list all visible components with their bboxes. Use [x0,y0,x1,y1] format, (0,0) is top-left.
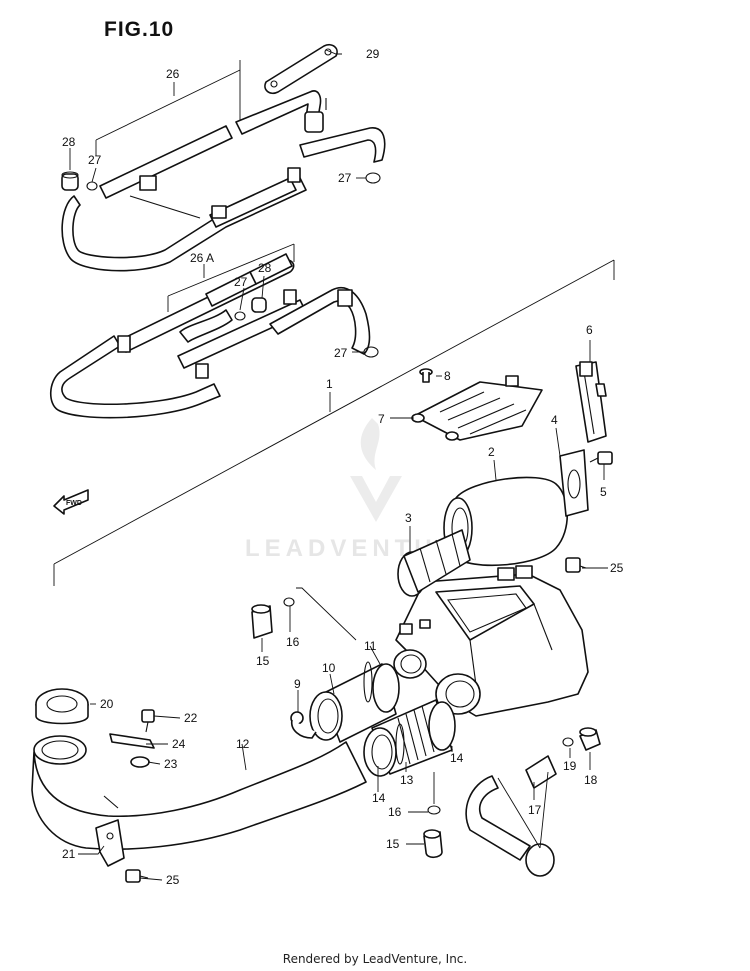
callout-27-top-right: 27 [338,171,352,185]
callout-19: 19 [563,759,577,773]
callout-1: 1 [326,377,333,391]
callout-20: 20 [100,697,114,711]
assembly-1-frame [53,259,615,586]
drain-plug-15-lower[interactable] [423,829,443,859]
callout-6: 6 [586,323,593,337]
callout-3: 3 [405,511,412,525]
callout-10: 10 [322,661,336,675]
callout-21: 21 [62,847,76,861]
hose-clip-27-top-left[interactable] [86,181,98,191]
callout-28-lower: 28 [258,261,272,275]
drain-plug-15-upper[interactable] [251,604,273,639]
callout-13: 13 [400,773,414,787]
clip-16-upper[interactable] [283,597,295,607]
leader-lines [69,49,608,881]
callout-26: 26 [166,67,180,81]
breather-hose-26a[interactable] [49,253,371,419]
callout-8: 8 [444,369,451,383]
filter-cage-3[interactable] [397,529,471,597]
fwd-arrow-icon: FWD [53,489,89,515]
callout-15-lower: 15 [386,837,400,851]
bracket-21[interactable] [95,819,125,867]
callout-25-lower: 25 [166,873,180,887]
washer-23[interactable] [130,756,150,768]
bolt-5[interactable] [589,451,613,465]
callout-7: 7 [378,412,385,426]
drain-cap-18[interactable] [579,727,601,751]
callout-29: 29 [366,47,380,61]
callout-16-lower: 16 [388,805,402,819]
callout-15-upper: 15 [256,654,270,668]
hose-clip-27-top-right[interactable] [365,172,381,184]
callout-5: 5 [600,485,607,499]
callout-28-top: 28 [62,135,76,149]
cleaner-cover-7[interactable] [411,375,543,441]
hose-bracket-29[interactable] [264,43,338,95]
seal-ring-20[interactable] [35,688,89,725]
callout-16-upper: 16 [286,635,300,649]
hose-cap-28-top[interactable] [61,171,79,191]
callout-2: 2 [488,445,495,459]
hose-clamp-13[interactable] [395,723,405,765]
intake-tube-12[interactable] [31,735,367,850]
callout-14-left: 14 [372,791,386,805]
callout-14-right: 14 [450,751,464,765]
clip-16-lower[interactable] [427,805,441,815]
callout-27-top-left: 27 [88,153,102,167]
hose-clip-27-lower-left[interactable] [234,311,246,321]
callout-25-upper: 25 [610,561,624,575]
bolt-25-upper[interactable] [565,557,587,573]
callout-18: 18 [584,773,598,787]
callout-24: 24 [172,737,186,751]
hose-cap-28-lower[interactable] [251,297,267,313]
hose-clamp-9[interactable] [290,711,317,739]
footer-credit: Rendered by LeadVenture, Inc. [282,952,468,966]
callout-4: 4 [551,413,558,427]
callout-11: 11 [364,639,377,653]
stay-plate-24[interactable] [109,733,155,749]
callout-27-lower-right: 27 [334,346,348,360]
fwd-label: FWD [66,500,82,507]
callout-27-lower-left: 27 [234,275,248,289]
callout-9: 9 [294,677,301,691]
bolt-22[interactable] [141,709,155,733]
callout-23: 23 [164,757,178,771]
intake-duct-10[interactable] [309,663,400,743]
callouts: 29 26 28 27 27 26 A 27 28 27 1 8 7 6 4 5… [62,47,624,887]
clip-19[interactable] [562,737,574,747]
bolt-25-lower[interactable] [125,869,149,883]
callout-26a: 26 A [190,251,214,265]
callout-22: 22 [184,711,198,725]
cleaner-panel-4[interactable] [559,449,589,517]
drain-hose-17[interactable] [465,755,557,877]
intake-duct-14-bellows[interactable] [363,699,456,777]
cover-screw-8[interactable] [419,368,433,383]
figure-title: FIG.10 [104,18,175,41]
callout-12: 12 [236,737,250,751]
breather-hose-26[interactable] [61,90,386,272]
callout-17: 17 [528,803,542,817]
hose-clamp-11[interactable] [363,661,373,703]
mounting-bracket-6[interactable] [575,361,607,443]
